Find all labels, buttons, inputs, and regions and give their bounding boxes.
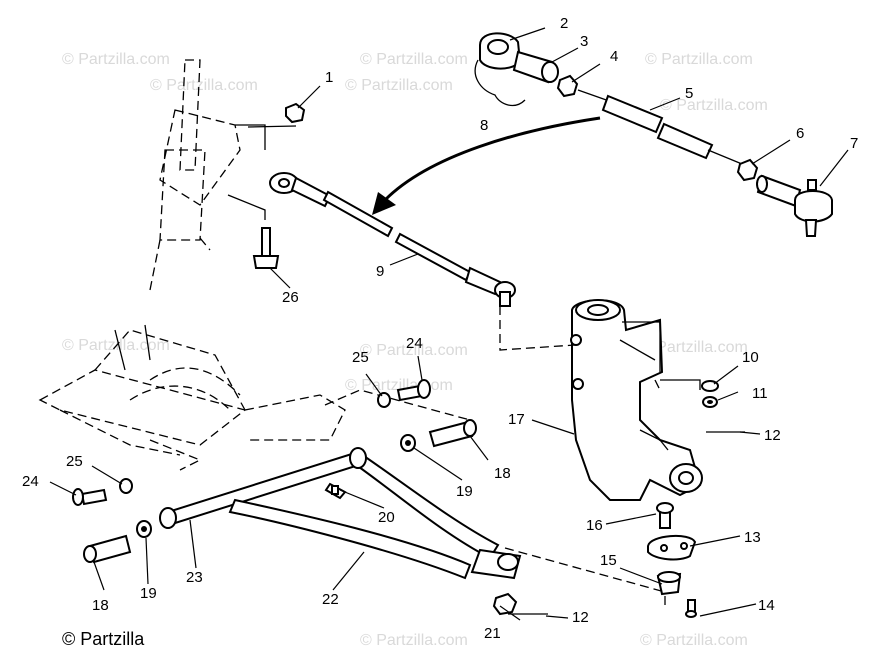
ball-joint-part-15	[656, 571, 682, 596]
bolt-part-14	[685, 599, 697, 618]
callout-13: 13	[744, 529, 761, 546]
spindle-knuckle-part-17	[570, 299, 703, 501]
watermark-text: © Partzilla.com	[645, 51, 753, 68]
a-arm-part-22	[159, 447, 522, 580]
callout-2: 2	[560, 15, 568, 32]
washer-part-19-left	[136, 520, 152, 538]
callout-24: 24	[22, 473, 39, 490]
callout-9: 9	[376, 263, 384, 280]
watermark-text: © Partzilla.com	[150, 77, 258, 94]
callout-8: 8	[480, 117, 488, 134]
callout-18: 18	[494, 465, 511, 482]
callout-14: 14	[758, 597, 775, 614]
callout-16: 16	[586, 517, 603, 534]
callout-23: 23	[186, 569, 203, 586]
watermark-text: © Partzilla.com	[640, 632, 748, 649]
jam-nut-part-4	[556, 74, 579, 98]
callout-22: 22	[322, 591, 339, 608]
bushing-part-3	[512, 50, 559, 84]
tie-rod-part-5	[577, 89, 743, 165]
callout-15: 15	[600, 552, 617, 569]
callout-26: 26	[282, 289, 299, 306]
washer-part-19-right	[400, 434, 416, 452]
callout-1: 1	[325, 69, 333, 86]
frame-section-dashed	[38, 324, 471, 471]
leader-lines	[49, 27, 849, 621]
callout-3: 3	[580, 33, 588, 50]
bolt-part-24-right	[396, 379, 431, 402]
nut-part-21	[492, 592, 518, 616]
callout-18: 18	[92, 597, 109, 614]
callout-17: 17	[508, 411, 525, 428]
grease-fitting-part-20	[331, 485, 339, 495]
callout-21: 21	[484, 625, 501, 642]
watermark-text: © Partzilla.com	[62, 51, 170, 68]
watermark-text: © Partzilla.com	[660, 97, 768, 114]
callout-6: 6	[796, 125, 804, 142]
callout-labels: 1 2 3 4 5 6 7 8 9 10 11 12 12 13 14 15 1…	[22, 15, 858, 642]
callout-12: 12	[764, 427, 781, 444]
callout-7: 7	[850, 135, 858, 152]
direction-arrow	[372, 116, 601, 215]
knuckle-outline-bracket	[622, 321, 701, 390]
frame-outline-part-8	[474, 59, 526, 107]
bushing-part-18-right	[428, 419, 477, 448]
tie-rod-end-part-7	[756, 174, 833, 237]
watermark-text: © Partzilla.com	[360, 342, 468, 359]
bolt-part-16	[656, 502, 674, 529]
nut-part-25-right	[377, 392, 391, 408]
callout-19: 19	[456, 483, 473, 500]
watermark-text: © Partzilla.com	[345, 77, 453, 94]
bolt-part-24-left	[72, 488, 108, 506]
steering-post-frame	[149, 59, 266, 291]
callout-11: 11	[752, 385, 768, 402]
jam-nut-part-6	[736, 158, 759, 182]
callout-19: 19	[140, 585, 157, 602]
callout-4: 4	[610, 48, 618, 65]
callout-20: 20	[378, 509, 395, 526]
bushing-part-18-left	[83, 534, 132, 564]
washer-part-11	[702, 396, 718, 408]
tie-rod-assembly-part-9	[269, 172, 516, 307]
watermark-text: © Partzilla.com	[360, 51, 468, 68]
nut-part-1	[285, 102, 306, 124]
copyright-text: © Partzilla	[62, 629, 145, 649]
nut-part-25-left	[119, 478, 133, 494]
callout-5: 5	[685, 85, 693, 102]
callout-24: 24	[406, 335, 423, 352]
callout-10: 10	[742, 349, 759, 366]
callout-25: 25	[352, 349, 369, 366]
watermark-text: © Partzilla.com	[640, 339, 748, 356]
bolt-part-26	[252, 227, 280, 269]
watermark-text: © Partzilla.com	[360, 632, 468, 649]
callout-12: 12	[572, 609, 589, 626]
plate-part-13	[647, 534, 697, 561]
callout-25: 25	[66, 453, 83, 470]
